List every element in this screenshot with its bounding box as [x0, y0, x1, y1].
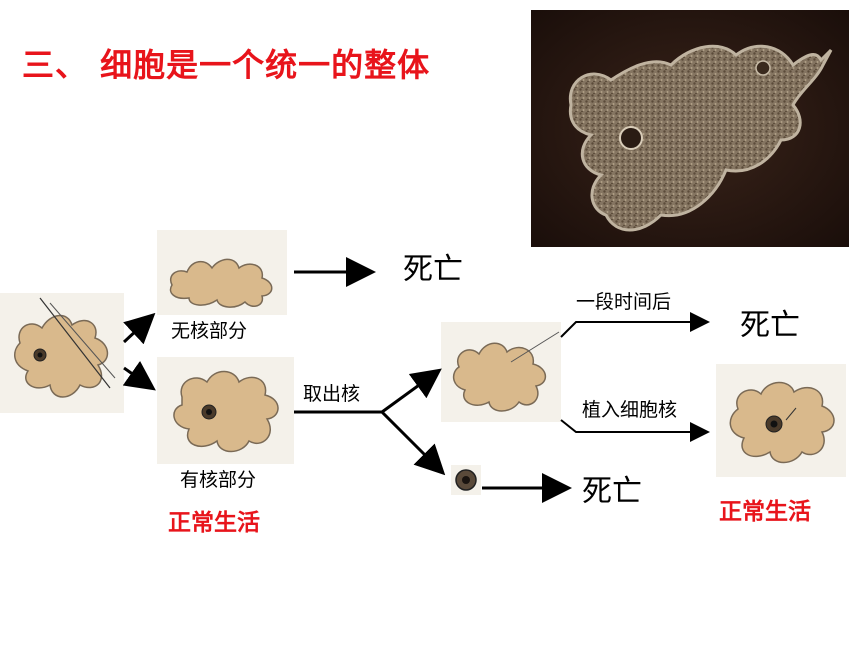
amoeba-enucleated-image: [441, 322, 561, 422]
amoeba-photo: [531, 10, 849, 247]
amoeba-restored-image: [716, 364, 846, 477]
no-nucleus-part-label: 无核部分: [171, 320, 248, 342]
amoeba-without-nucleus-image: [157, 230, 287, 315]
normal-life-label-1: 正常生活: [168, 510, 260, 536]
arrow-after-some-time: [560, 312, 710, 338]
arrow-implant-nucleus: [560, 419, 710, 442]
nucleus-part-label: 有核部分: [180, 469, 257, 491]
amoeba-cut-image: [0, 293, 124, 413]
after-some-time-label: 一段时间后: [576, 291, 672, 313]
arrow-to-enucleated: [381, 368, 442, 414]
isolated-nucleus-image: [451, 465, 481, 495]
arrow-to-isolated-nucleus: [380, 410, 446, 476]
implant-nucleus-label: 植入细胞核: [582, 399, 678, 421]
arrow-to-no-nucleus: [122, 312, 156, 345]
death-label-1: 死亡: [403, 252, 463, 287]
remove-nucleus-label: 取出核: [303, 383, 361, 405]
page-title: 三、 细胞是一个统一的整体: [22, 46, 431, 84]
arrow-to-nucleus: [122, 360, 156, 391]
normal-life-label-2: 正常生活: [719, 499, 811, 525]
death-label-3: 死亡: [582, 474, 642, 509]
amoeba-with-nucleus-image: [157, 357, 294, 464]
death-label-2: 死亡: [740, 308, 800, 343]
